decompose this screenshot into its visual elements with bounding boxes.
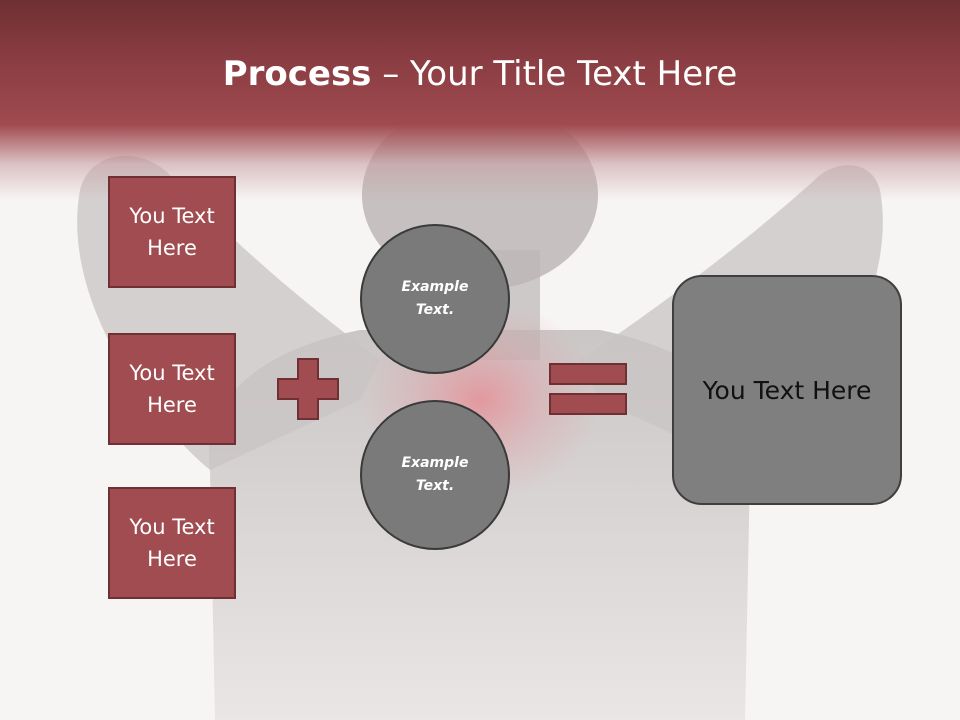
circle-1-label: Example Text. (401, 279, 469, 318)
left-box-2-label: You Text Here (129, 361, 215, 417)
left-box-1: You Text Here (108, 176, 236, 288)
result-box-label: You Text Here (702, 375, 872, 405)
left-box-2: You Text Here (108, 333, 236, 445)
circle-1: Example Text. (360, 224, 510, 374)
slide-title: Process – Your Title Text Here (0, 54, 960, 94)
left-box-1-label: You Text Here (129, 204, 215, 260)
result-box: You Text Here (672, 275, 902, 505)
left-box-3-label: You Text Here (129, 515, 215, 571)
left-box-3: You Text Here (108, 487, 236, 599)
header-band (0, 0, 960, 200)
plus-icon (277, 358, 339, 420)
slide-title-rest: – Your Title Text Here (371, 54, 738, 94)
slide-title-bold: Process (222, 54, 372, 94)
equals-icon (549, 363, 627, 415)
circle-2: Example Text. (360, 400, 510, 550)
circle-2-label: Example Text. (401, 455, 469, 494)
